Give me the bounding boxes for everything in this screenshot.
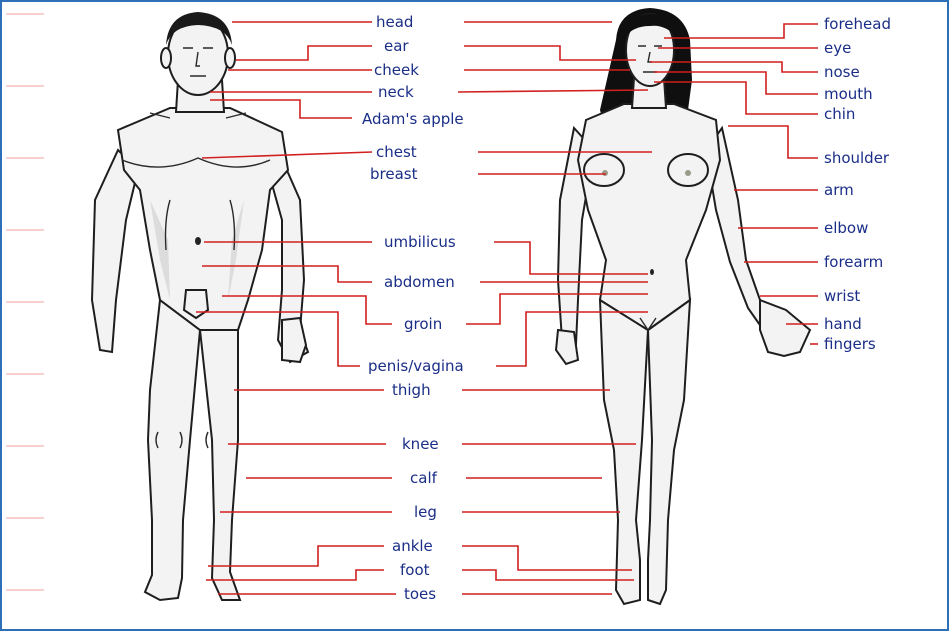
label-forearm: forearm [824, 253, 883, 271]
label-foot: foot [400, 561, 430, 579]
label-cheek: cheek [374, 61, 419, 79]
label-breast: breast [370, 165, 418, 183]
label-penis-vagina: penis/vagina [368, 357, 464, 375]
label-hand: hand [824, 315, 862, 333]
label-head: head [376, 13, 413, 31]
label-groin: groin [404, 315, 442, 333]
label-adams-apple: Adam's apple [362, 110, 464, 128]
label-abdomen: abdomen [384, 273, 455, 291]
label-shoulder: shoulder [824, 149, 890, 167]
leader-ankle-female [462, 546, 632, 570]
label-arm: arm [824, 181, 854, 199]
label-forehead: forehead [824, 15, 891, 33]
label-wrist: wrist [824, 287, 860, 305]
leader-ear [236, 46, 372, 60]
label-umbilicus: umbilicus [384, 233, 456, 251]
leader-foot-female [462, 570, 634, 580]
label-eye: eye [824, 39, 851, 57]
label-thigh: thigh [392, 381, 431, 399]
label-elbow: elbow [824, 219, 868, 237]
female-figure [556, 8, 810, 604]
margin-ticks [6, 14, 44, 590]
label-neck: neck [378, 83, 414, 101]
label-nose: nose [824, 63, 860, 81]
label-fingers: fingers [824, 335, 876, 353]
label-knee: knee [402, 435, 439, 453]
label-ankle: ankle [392, 537, 433, 555]
leader-shoulder [728, 126, 818, 158]
label-toes: toes [404, 585, 436, 603]
leader-ear-female [464, 46, 636, 60]
center-labels: head ear cheek neck Adam's apple chest b… [362, 13, 464, 603]
leader-ankle-male [208, 546, 384, 566]
label-chin: chin [824, 105, 855, 123]
label-chest: chest [376, 143, 417, 161]
right-labels: forehead eye nose mouth chin shoulder ar… [824, 15, 891, 353]
label-mouth: mouth [824, 85, 873, 103]
label-calf: calf [410, 469, 438, 487]
label-leg: leg [414, 503, 437, 521]
label-ear: ear [384, 37, 409, 55]
